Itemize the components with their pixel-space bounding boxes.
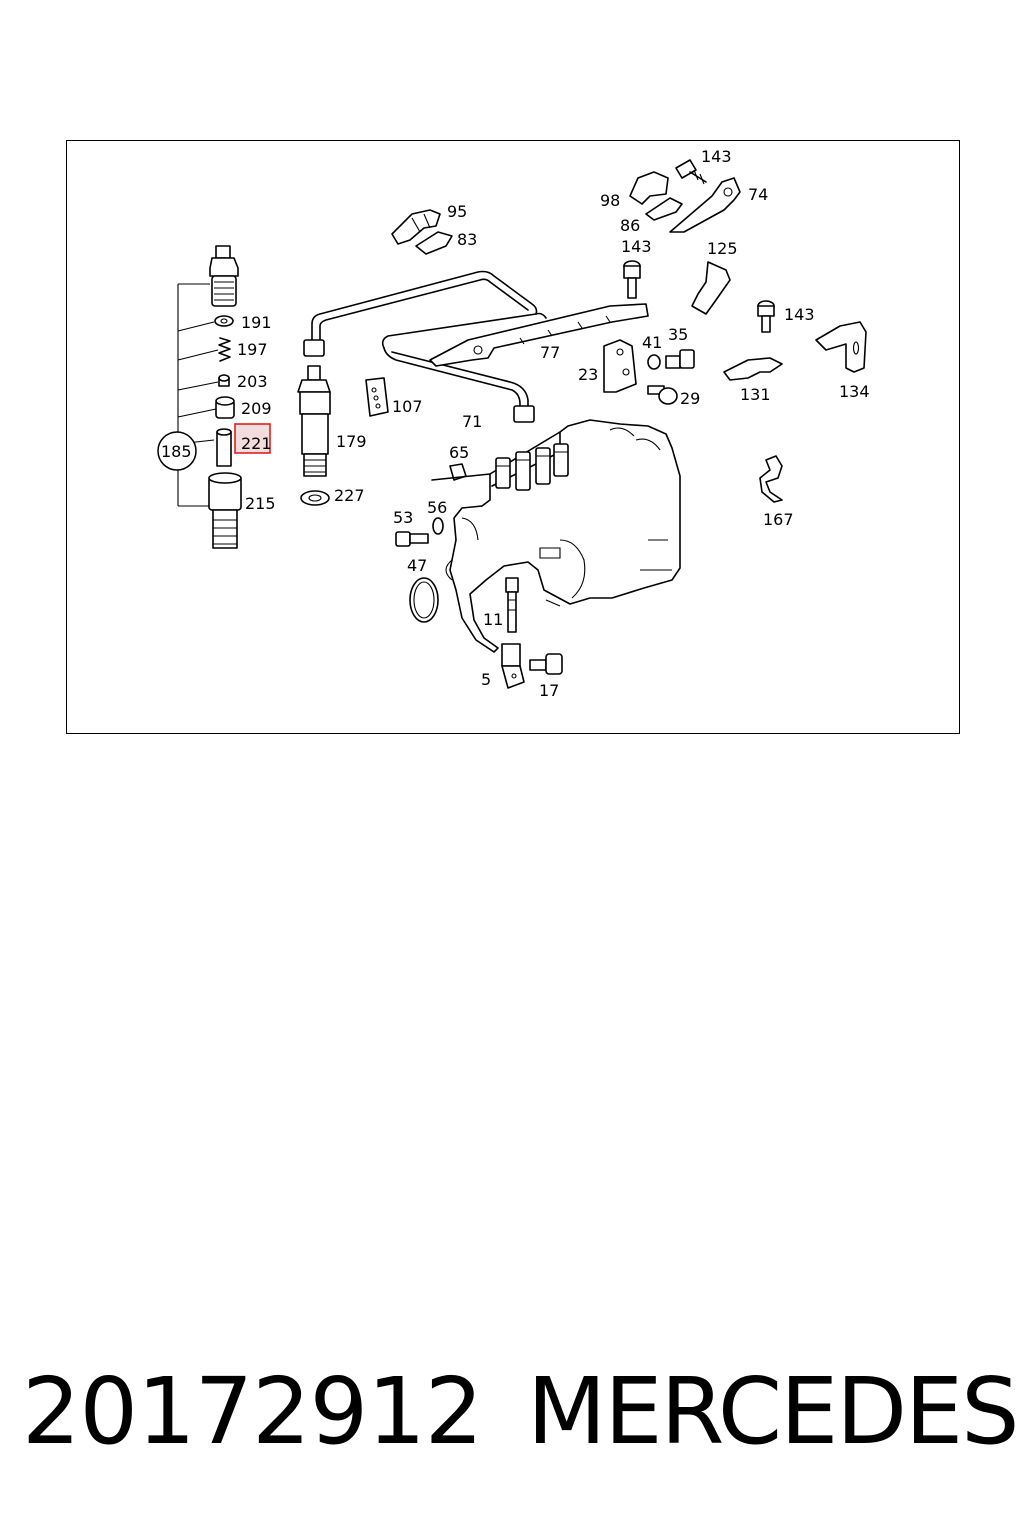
- bracket-98: [629, 171, 669, 205]
- label-17: 17: [539, 681, 559, 700]
- label-23: 23: [578, 365, 598, 384]
- bracket-74: [669, 177, 741, 233]
- label-47: 47: [407, 556, 427, 575]
- nozzle-221: [216, 428, 232, 467]
- bolt-143-top: [675, 159, 707, 185]
- label-77: 77: [540, 343, 560, 362]
- label-203: 203: [237, 372, 268, 391]
- bolt-143-mid: [623, 260, 641, 299]
- label-56: 56: [427, 498, 447, 517]
- label-35: 35: [668, 325, 688, 344]
- clip-167: [759, 455, 783, 503]
- part-number: 20172912: [22, 1358, 483, 1465]
- highlight-box: [234, 423, 271, 454]
- diagram-frame: [66, 140, 960, 734]
- o-ring-47: [409, 577, 439, 623]
- label-41: 41: [642, 333, 662, 352]
- label-215: 215: [245, 494, 276, 513]
- injection-pump: [431, 419, 681, 653]
- part-203: [218, 374, 230, 387]
- brand-name: MERCEDES: [527, 1358, 1020, 1465]
- label-53: 53: [393, 508, 413, 527]
- label-167: 167: [763, 510, 794, 529]
- washer-191: [214, 315, 234, 327]
- bolt-143-right: [757, 300, 775, 333]
- part-labels: 143 98 74 86 95 83 143 125 143 134 191 1…: [161, 147, 870, 700]
- label-5: 5: [481, 670, 491, 689]
- bracket-77: [429, 303, 649, 367]
- label-11: 11: [483, 610, 503, 629]
- label-143: 143: [701, 147, 732, 166]
- bolt-29: [647, 385, 678, 405]
- clamp-86: [645, 197, 683, 221]
- injector-bracket: [157, 283, 219, 507]
- bolt-17: [529, 653, 563, 675]
- label-185: 185: [161, 442, 192, 461]
- bracket-134: [815, 321, 867, 373]
- label-209: 209: [241, 399, 272, 418]
- clamp-95: [391, 209, 441, 245]
- part-5: [501, 643, 525, 689]
- shaft-11: [505, 577, 519, 633]
- label-143: 143: [621, 237, 652, 256]
- nozzle-holder-part: [209, 245, 239, 307]
- label-191: 191: [241, 313, 272, 332]
- bolt-53: [395, 531, 429, 547]
- injector-179: [297, 365, 331, 477]
- washer-227: [300, 490, 330, 506]
- bracket-125: [691, 261, 731, 315]
- label-131: 131: [740, 385, 771, 404]
- spring-197: [218, 337, 231, 362]
- label-98: 98: [600, 191, 620, 210]
- label-95: 95: [447, 202, 467, 221]
- label-29: 29: [680, 389, 700, 408]
- clamp-83: [415, 231, 453, 255]
- label-74: 74: [748, 185, 768, 204]
- washer-41: [647, 354, 661, 370]
- washer-56: [432, 517, 444, 535]
- part-209: [215, 396, 235, 419]
- fuel-line-71: [303, 270, 547, 423]
- label-227: 227: [334, 486, 365, 505]
- label-179: 179: [336, 432, 367, 451]
- label-83: 83: [457, 230, 477, 249]
- label-125: 125: [707, 239, 738, 258]
- nozzle-nut-215: [208, 472, 242, 549]
- label-65: 65: [449, 443, 469, 462]
- bracket-23: [603, 339, 637, 393]
- label-71: 71: [462, 412, 482, 431]
- label-86: 86: [620, 216, 640, 235]
- bracket-131: [723, 357, 783, 381]
- label-197: 197: [237, 340, 268, 359]
- group-circle-185: [157, 431, 197, 471]
- clip-107: [365, 377, 389, 417]
- label-143: 143: [784, 305, 815, 324]
- label-221: 221: [241, 434, 272, 453]
- bolt-35: [665, 349, 695, 369]
- label-107: 107: [392, 397, 423, 416]
- label-134: 134: [839, 382, 870, 401]
